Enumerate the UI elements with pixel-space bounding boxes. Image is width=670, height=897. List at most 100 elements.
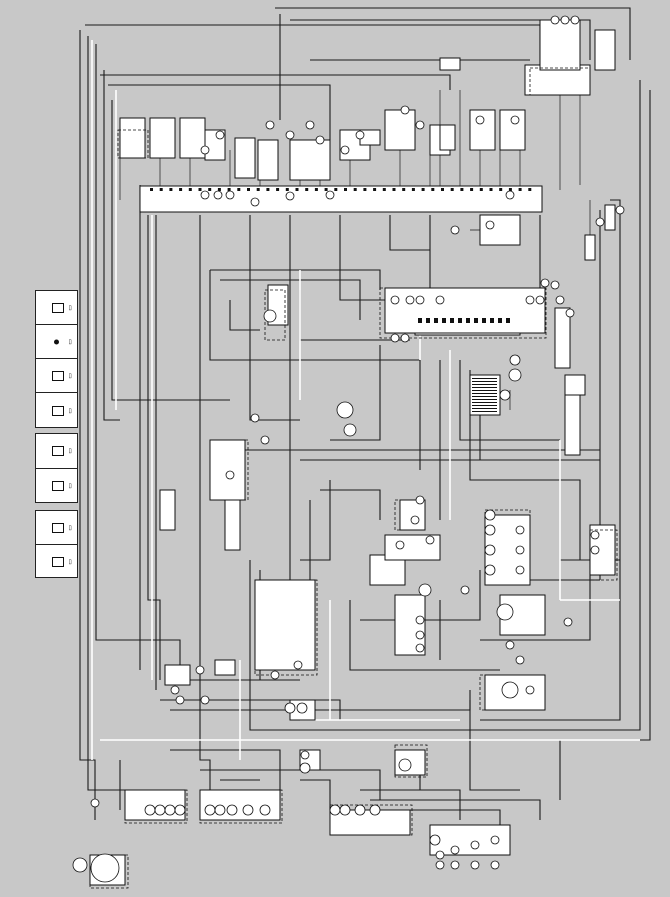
terminal-circle [72,857,88,873]
wire [275,7,631,60]
terminal-circle [355,130,365,140]
connector-pin [426,318,430,323]
terminal-circle [565,308,575,318]
component-box [209,439,246,501]
terminal-circle [214,804,226,816]
component-box [234,137,256,179]
connector-pin [470,188,474,191]
terminal-circle [515,545,525,555]
terminal-circle [450,845,460,855]
terminal-circle [305,120,315,130]
dashed-enclosure [394,744,428,778]
component-box [124,789,186,821]
legend-cell: ▭ [36,544,77,578]
dashed-enclosure [394,499,426,531]
connector-symbol-icon [52,371,64,381]
connector-pin [188,188,192,191]
component-box [289,139,331,181]
component-box [164,664,191,686]
terminal-circle [499,389,511,401]
legend-letter-icon: ▭ [66,524,74,531]
wire [103,70,120,421]
connector-pin [472,405,497,406]
terminal-circle [250,197,260,207]
connector-pin [373,188,377,191]
connector-pin [498,318,502,323]
connector-pin [472,399,497,400]
wire [459,360,560,441]
terminal-circle [90,853,120,883]
connector-legend-panel-3: ▭ ▭ [35,510,78,578]
terminal-circle [405,295,415,305]
terminal-circle [415,120,425,130]
terminal-circle [144,804,156,816]
terminal-circle [395,540,405,550]
terminal-circle [293,660,303,670]
connector-pin [247,188,250,191]
terminal-circle [435,295,445,305]
connector-pin [314,188,318,191]
terminal-circle [450,860,460,870]
connector-pin [266,188,270,191]
dashed-enclosure [199,789,283,824]
terminal-circle [490,860,500,870]
component-box [539,19,581,71]
terminal-circle [225,470,235,480]
dashed-enclosure [589,529,618,581]
connector-pin [528,188,532,191]
terminal-circle [484,509,496,521]
terminal-circle [510,115,520,125]
connector-pin [353,188,357,191]
component-box [254,579,316,671]
terminal-circle [170,685,180,695]
terminal-circle [415,643,425,653]
terminal-circle [484,564,496,576]
terminal-circle [615,205,625,215]
connector-pin [450,318,454,323]
component-box [119,117,146,159]
connector-pin [179,188,183,191]
component-box [399,499,426,531]
component-box [179,117,206,159]
wire [480,199,621,721]
terminal-circle [400,333,410,343]
terminal-circle [505,640,515,650]
connector-pin [159,188,163,191]
terminal-circle [410,515,420,525]
connector-pin [460,188,464,191]
wire [147,215,161,680]
connector-pin [256,188,260,191]
connector-pin [508,188,512,191]
terminal-circle [175,695,185,705]
connector-pin [472,378,497,379]
connector-pin [490,318,494,323]
legend-letter-icon: ▭ [66,304,74,311]
legend-cell: ▭ [36,468,77,503]
component-box [257,139,279,181]
terminal-circle [299,762,311,774]
terminal-circle [263,309,277,323]
terminal-circle [540,278,550,288]
connector-pin [324,188,328,191]
legend-letter-icon: ▭ [66,339,74,345]
terminal-circle [390,333,400,343]
terminal-circle [164,804,176,816]
component-box [384,109,416,151]
legend-cell: ▭ [36,291,77,324]
connector-legend-panel-1: ▭ ▭ ▭ ▭ [35,290,78,428]
connector-pin [402,188,406,191]
connector-pin [305,188,309,191]
connector-pin [472,396,497,397]
connector-pin [227,188,231,191]
terminal-circle [550,280,560,290]
terminal-circle [450,225,460,235]
wire [290,19,591,60]
wire [100,74,451,90]
terminal-circle [343,423,357,437]
dashed-enclosure [379,287,547,339]
terminal-circle [285,191,295,201]
connector-pin [363,188,367,191]
connector-pin [472,381,497,382]
wire [300,480,331,561]
